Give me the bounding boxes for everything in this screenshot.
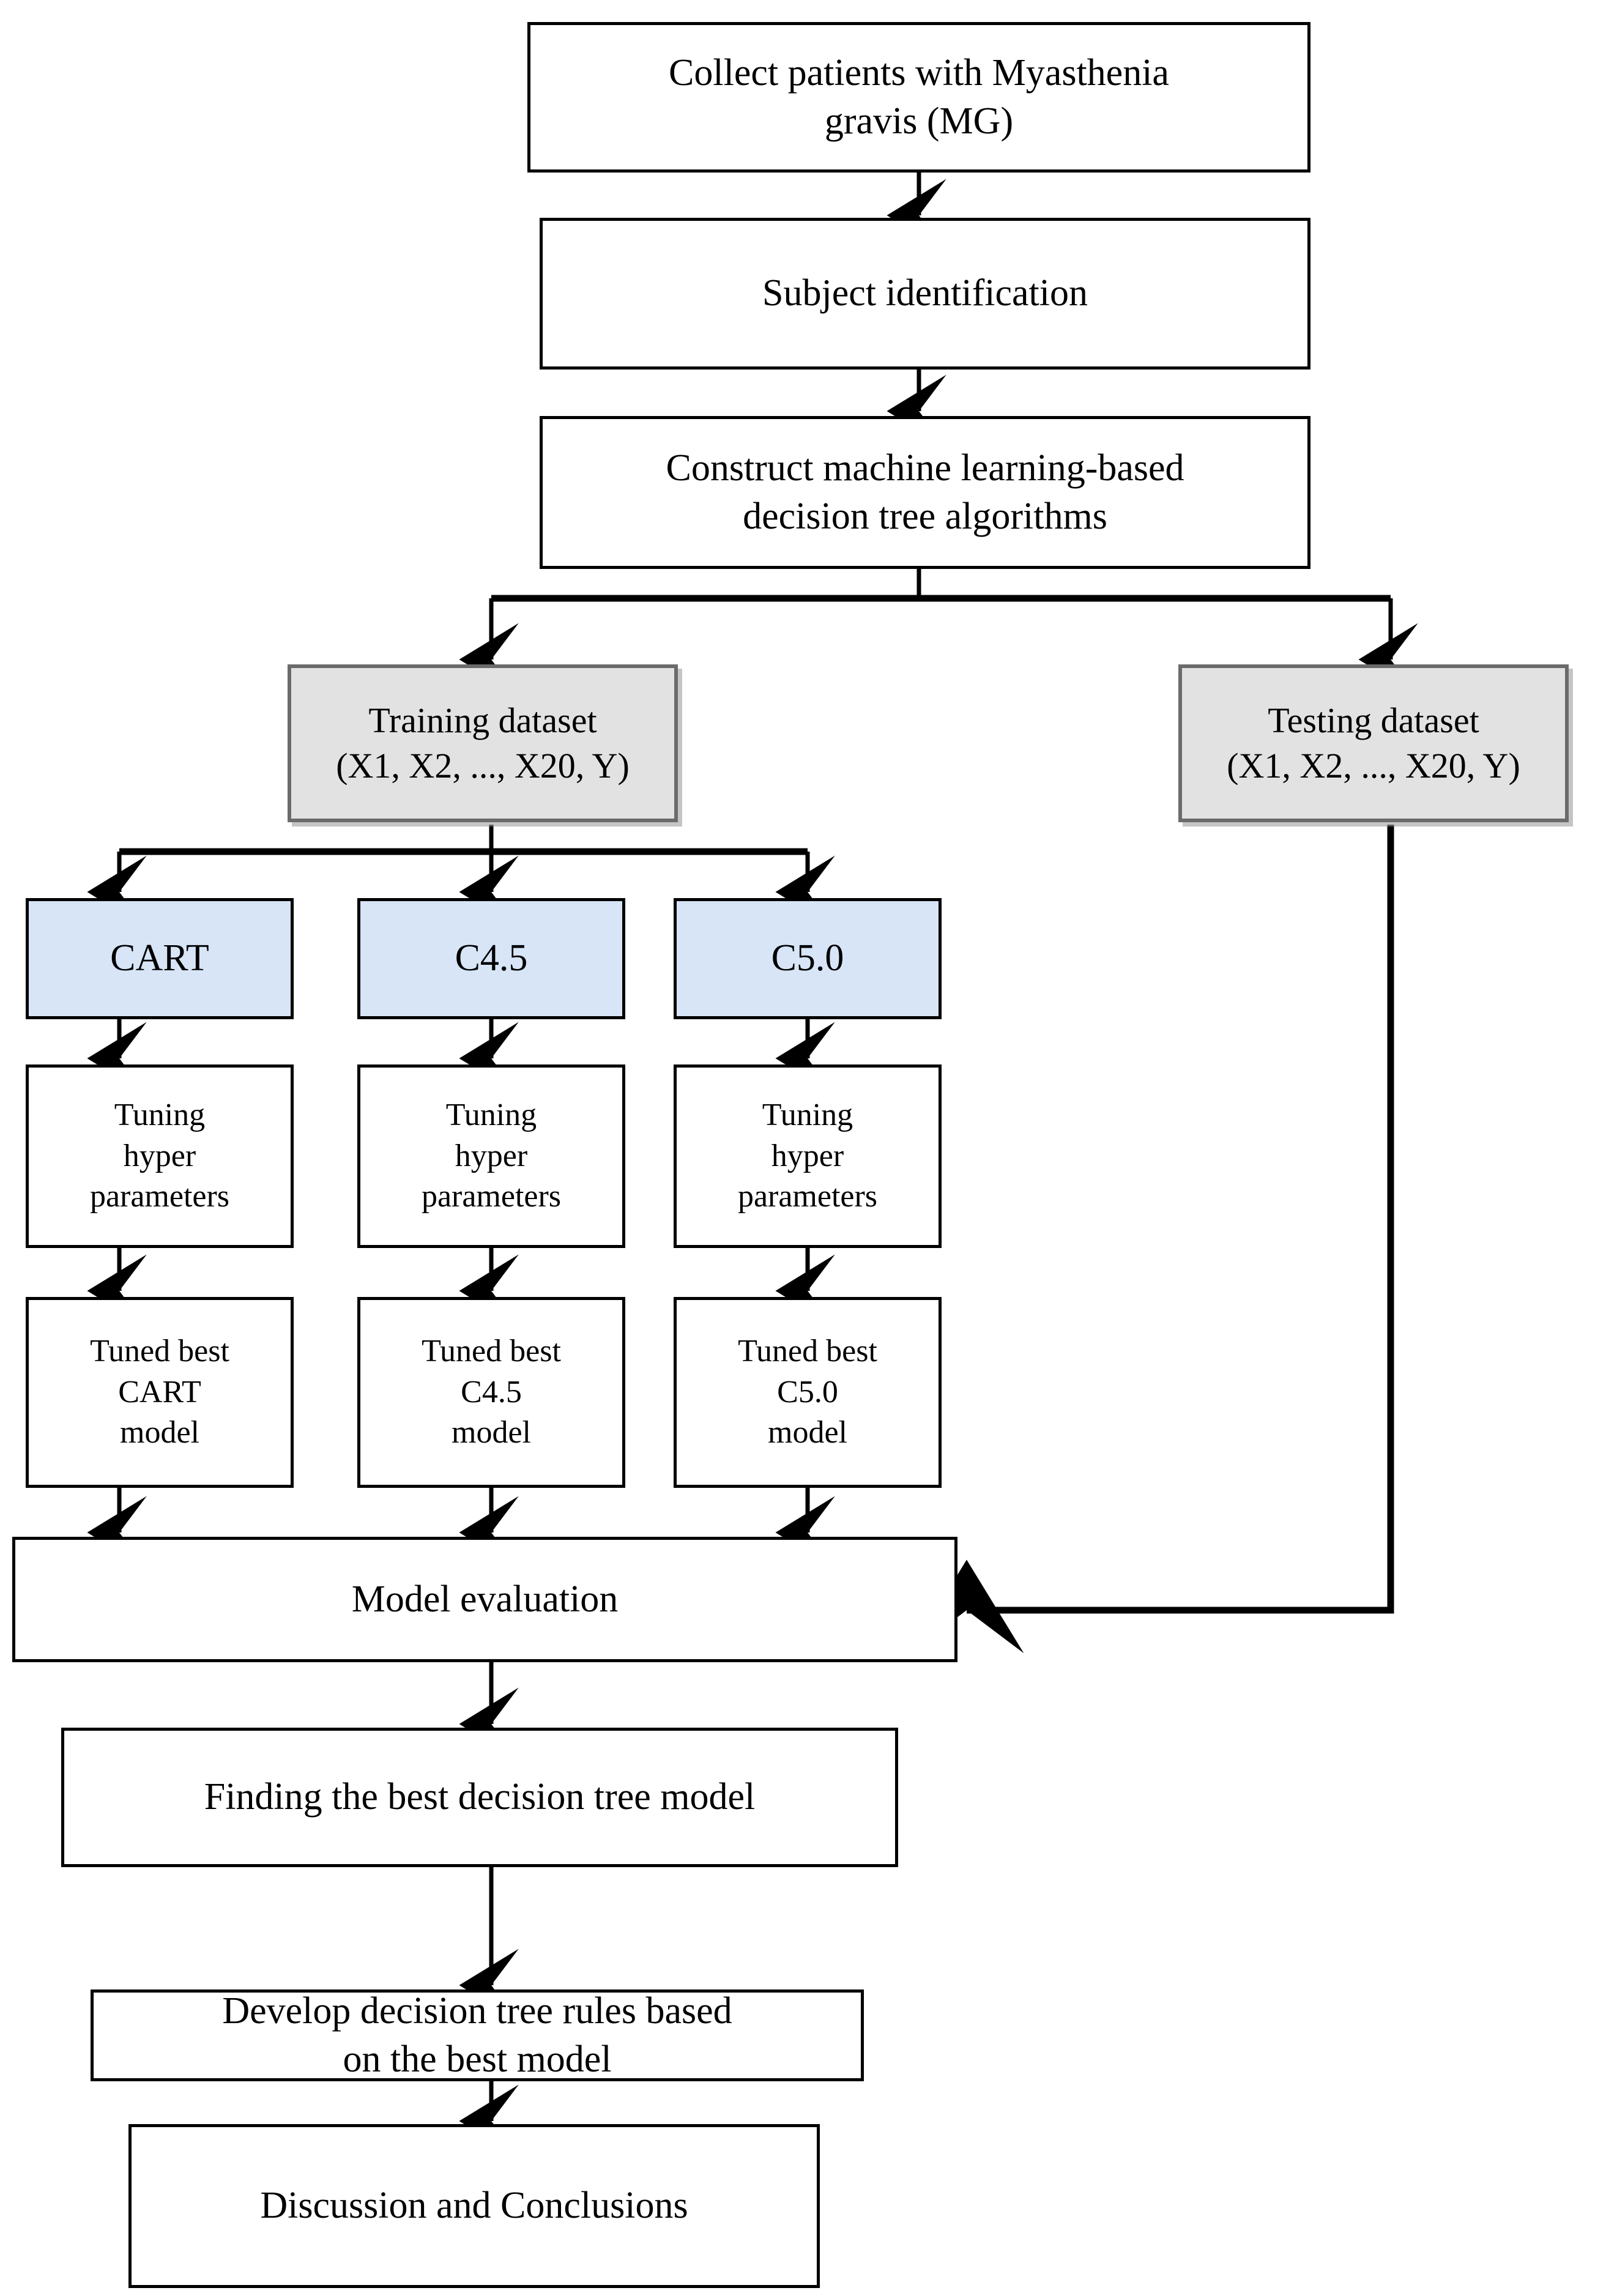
node-subject-identification[interactable]: Subject identification <box>540 218 1310 370</box>
node-tuned-best-c50-model-label: Tuned best C5.0 model <box>738 1334 877 1451</box>
node-algorithm-c50[interactable]: C5.0 <box>674 898 942 1019</box>
node-training-dataset[interactable]: Training dataset (X1, X2, ..., X20, Y) <box>288 664 678 822</box>
node-tuned-best-c45-model-label: Tuned best C4.5 model <box>422 1334 561 1451</box>
node-algorithm-c45-label: C4.5 <box>455 937 528 979</box>
node-tuning-hyperparameters-c45[interactable]: Tuning hyper parameters <box>357 1064 625 1248</box>
edge-testing-evaluation <box>909 825 1394 1654</box>
node-algorithm-cart[interactable]: CART <box>26 898 294 1019</box>
node-tuned-best-cart-model-label: Tuned best CART model <box>90 1334 229 1451</box>
node-collect-patients[interactable]: Collect patients with Myasthenia gravis … <box>527 22 1310 173</box>
node-model-evaluation-label: Model evaluation <box>351 1578 619 1620</box>
node-develop-rules[interactable]: Develop decision tree rules based on the… <box>91 1989 864 2081</box>
node-tuning-hyperparameters-c50-label: Tuning hyper parameters <box>737 1098 878 1214</box>
node-training-dataset-label: Training dataset (X1, X2, ..., X20, Y) <box>336 700 630 786</box>
node-tuning-hyperparameters-cart-label: Tuning hyper parameters <box>89 1098 230 1214</box>
node-testing-dataset-label: Testing dataset (X1, X2, ..., X20, Y) <box>1227 700 1520 786</box>
node-tuned-best-cart-model[interactable]: Tuned best CART model <box>26 1297 294 1488</box>
node-construct-algorithms[interactable]: Construct machine learning-based decisio… <box>540 416 1310 569</box>
node-discussion-conclusions-label: Discussion and Conclusions <box>260 2185 688 2227</box>
node-tuned-best-c50-model[interactable]: Tuned best C5.0 model <box>674 1297 942 1488</box>
node-collect-patients-label: Collect patients with Myasthenia gravis … <box>669 51 1169 142</box>
node-finding-best-model-label: Finding the best decision tree model <box>204 1776 756 1818</box>
node-finding-best-model[interactable]: Finding the best decision tree model <box>61 1728 898 1867</box>
node-tuning-hyperparameters-cart[interactable]: Tuning hyper parameters <box>26 1064 294 1248</box>
node-construct-algorithms-label: Construct machine learning-based decisio… <box>666 447 1184 537</box>
node-tuned-best-c45-model[interactable]: Tuned best C4.5 model <box>357 1297 625 1488</box>
node-tuning-hyperparameters-c45-label: Tuning hyper parameters <box>421 1098 562 1214</box>
node-algorithm-cart-label: CART <box>110 937 209 979</box>
node-tuning-hyperparameters-c50[interactable]: Tuning hyper parameters <box>674 1064 942 1248</box>
node-algorithm-c50-label: C5.0 <box>771 937 844 979</box>
node-discussion-conclusions[interactable]: Discussion and Conclusions <box>128 2124 820 2288</box>
node-develop-rules-label: Develop decision tree rules based on the… <box>222 1989 732 2080</box>
node-model-evaluation[interactable]: Model evaluation <box>12 1537 957 1662</box>
node-algorithm-c45[interactable]: C4.5 <box>357 898 625 1019</box>
node-testing-dataset[interactable]: Testing dataset (X1, X2, ..., X20, Y) <box>1178 664 1569 822</box>
node-subject-identification-label: Subject identification <box>762 272 1088 314</box>
